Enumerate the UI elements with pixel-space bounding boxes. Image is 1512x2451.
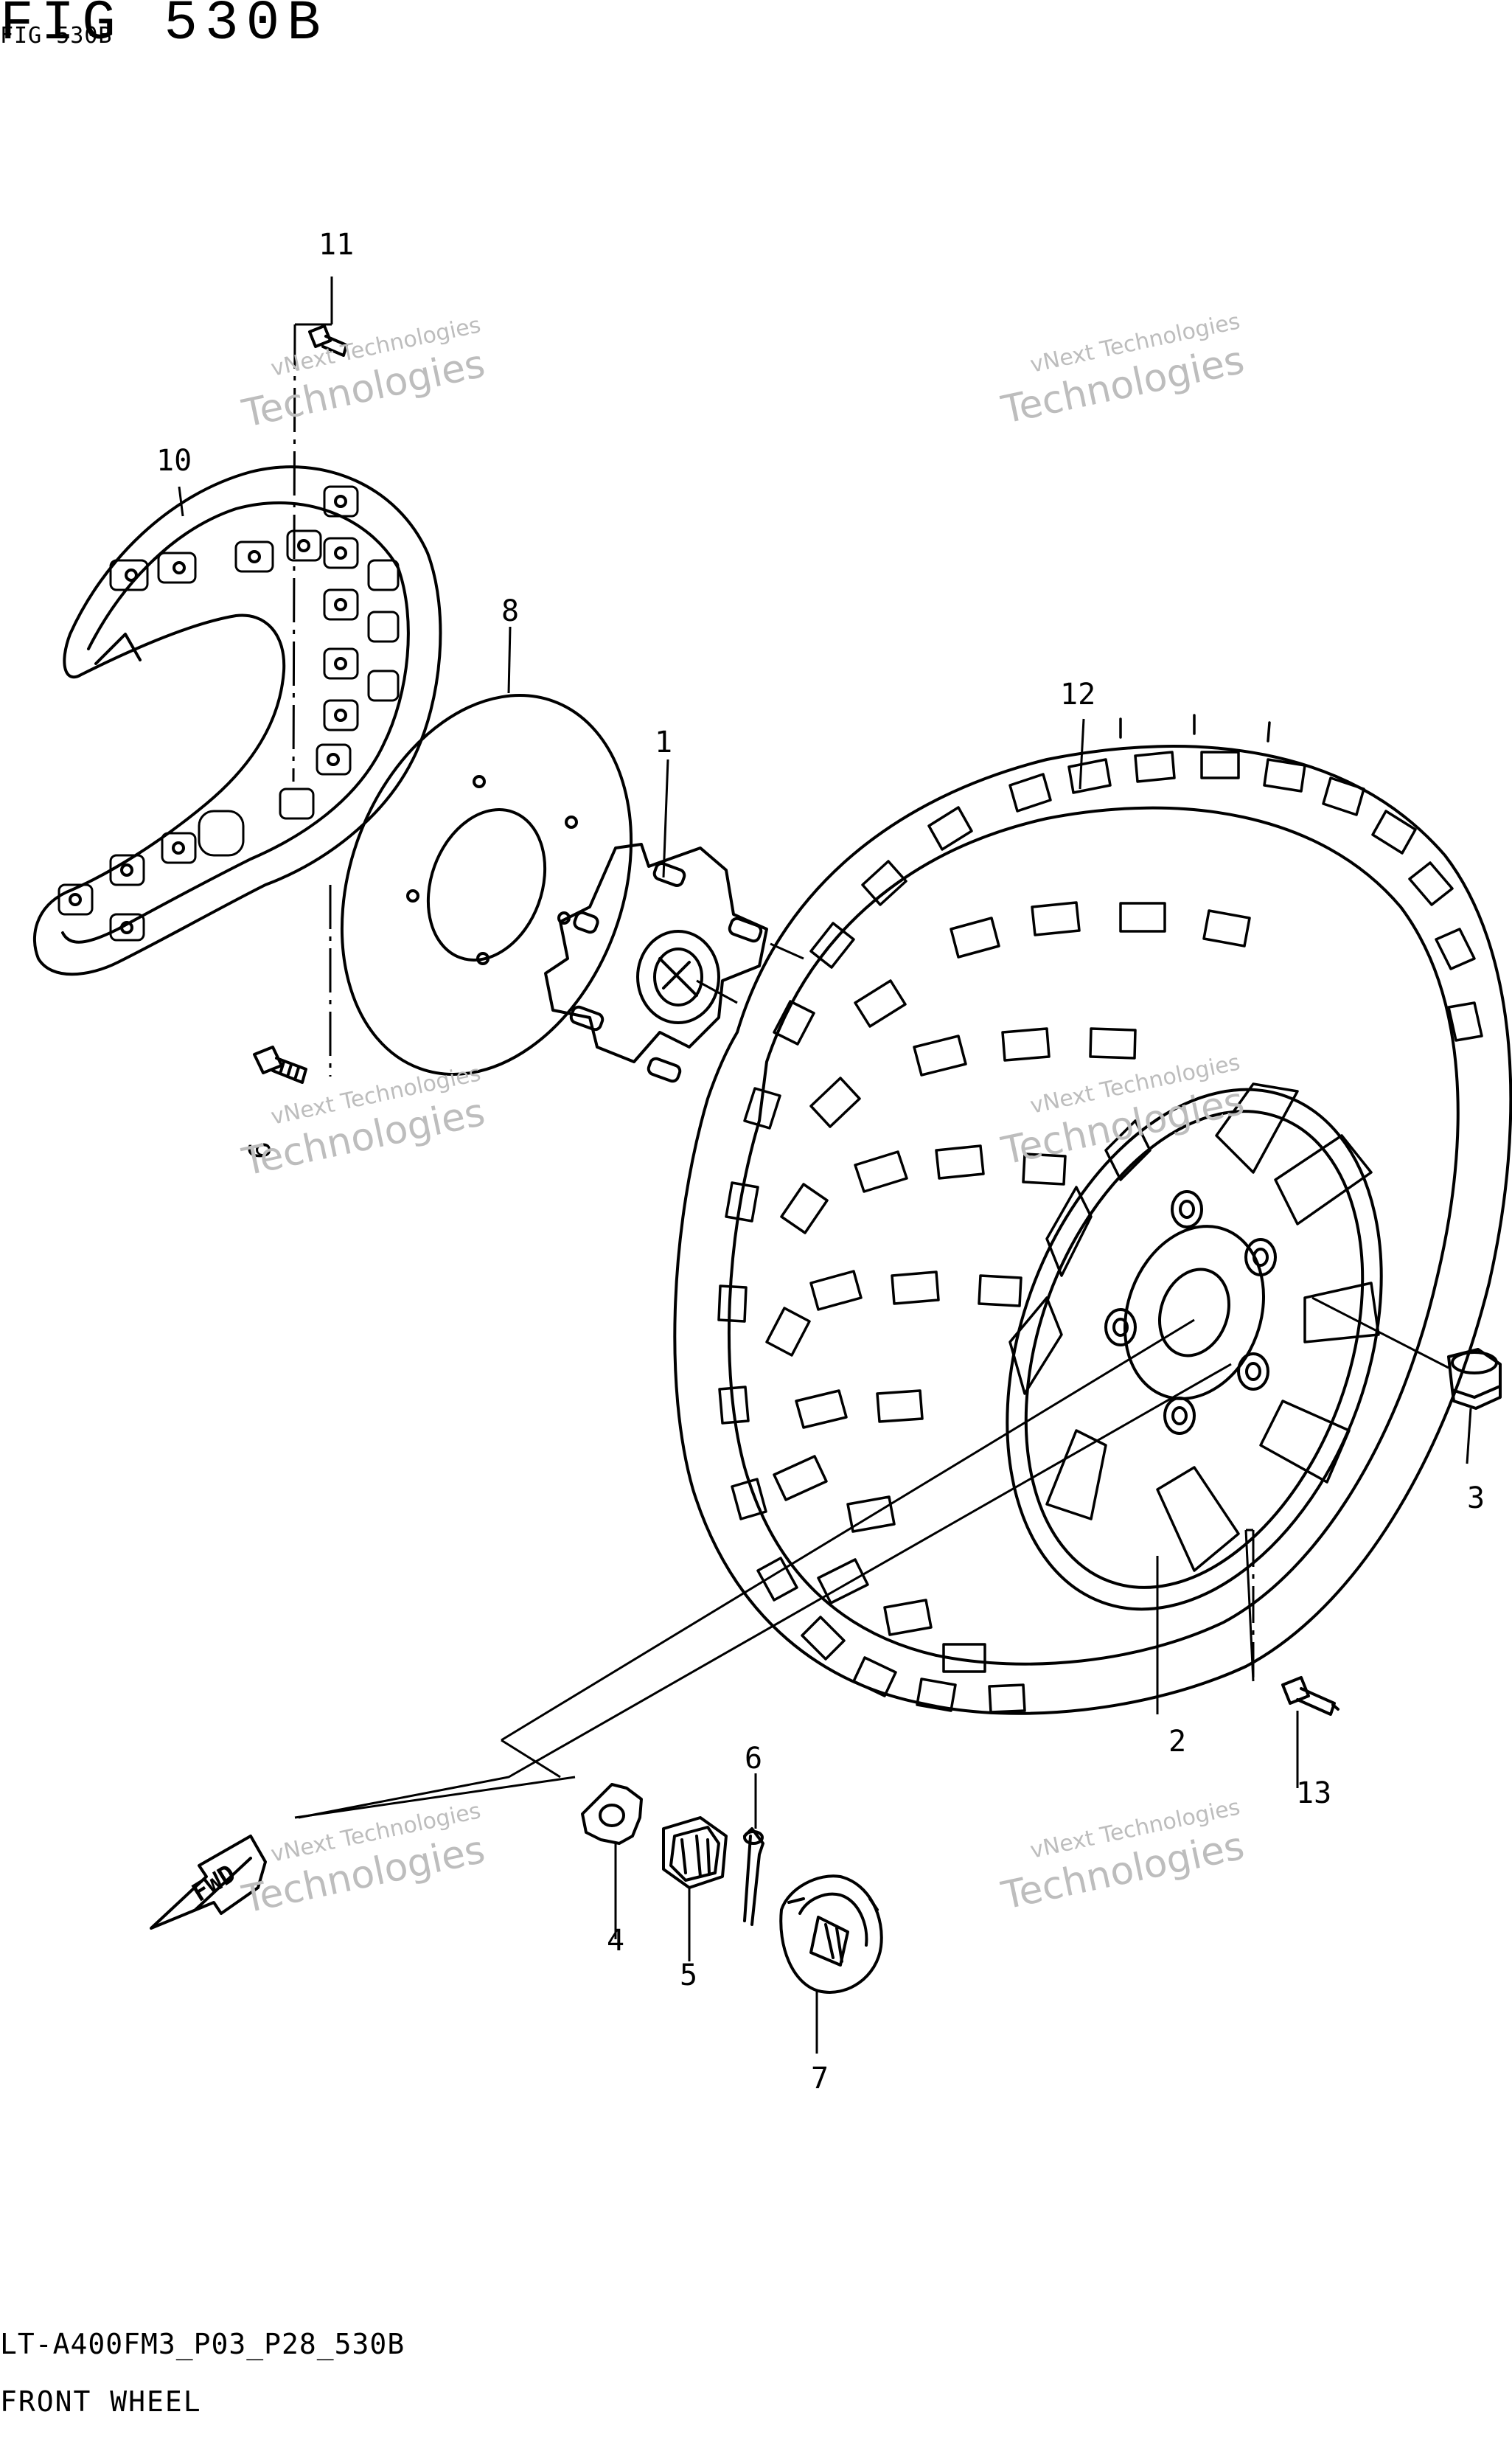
watermark: vNext Technologies Technologies [238, 1798, 489, 1922]
guard-bolt [253, 1046, 307, 1084]
tire-valve [1281, 1676, 1339, 1716]
figure-subtitle: FIG 530B [0, 23, 113, 49]
callout-10: 10 [156, 444, 192, 478]
callout-13: 13 [1296, 1776, 1331, 1810]
hub-cap [779, 1874, 883, 1994]
guard-bolt-top [308, 324, 348, 357]
callout-9: 9 [241, 1141, 275, 1159]
model-code: LT-A400FM3_P03_P28_530B [0, 2328, 405, 2360]
watermark: vNext Technologies Technologies [997, 308, 1248, 433]
watermark: vNext Technologies Technologies [238, 312, 489, 437]
callout-1: 1 [655, 726, 672, 759]
figure-caption: FRONT WHEEL [0, 2385, 202, 2418]
wheel-rim [1006, 1082, 1383, 1611]
castle-nut [662, 1816, 728, 1889]
callout-2: 2 [1168, 1725, 1186, 1759]
callouts: 1 2 3 4 5 6 7 8 9 10 11 12 13 [156, 228, 1485, 2096]
leader-lines [178, 277, 1472, 2054]
callout-5: 5 [680, 1958, 697, 1992]
brake-disc-guard [32, 465, 442, 976]
figure-title: FIG 530B [0, 0, 328, 55]
wheel-nut [1447, 1348, 1502, 1410]
watermark: vNext Technologies Technologies [997, 1794, 1248, 1919]
wheel-hub [544, 843, 768, 1083]
callout-3: 3 [1467, 1481, 1485, 1515]
callout-4: 4 [607, 1924, 624, 1958]
fwd-arrow-icon [150, 1835, 267, 1930]
brake-disc [340, 694, 633, 1076]
fwd-badge-label: FWD [187, 1859, 241, 1908]
callout-11: 11 [318, 228, 354, 262]
watermark: vNext Technologies Technologies [238, 1060, 489, 1185]
tire [673, 714, 1512, 1715]
cotter-pin [743, 1827, 764, 1926]
washer [581, 1783, 643, 1845]
callout-8: 8 [501, 594, 519, 628]
callout-6: 6 [745, 1742, 762, 1776]
callout-7: 7 [811, 2062, 829, 2096]
watermark: vNext Technologies Technologies [997, 1049, 1248, 1174]
callout-12: 12 [1060, 678, 1095, 712]
